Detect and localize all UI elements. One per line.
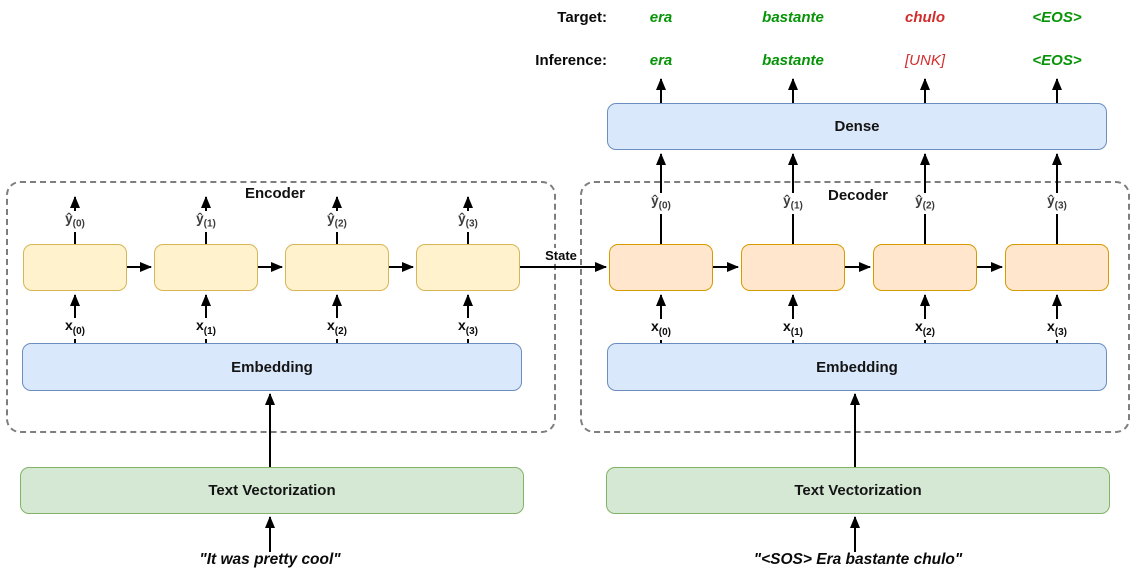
decoder-output-label-0: ŷ(0) [649,193,673,214]
inference-word-0: era [649,52,673,69]
encoder-rnn-cell-1 [154,244,258,291]
decoder-input-label-1: x(1) [780,318,806,340]
encoder-embedding-label: Embedding [231,358,313,376]
inference-row-label: Inference: [535,52,607,69]
target-word-0: era [649,9,673,26]
encoder-input-text: "It was pretty cool" [199,551,341,568]
decoder-vectorization-box: Text Vectorization [606,467,1110,514]
decoder-input-label-0: x(0) [648,318,674,340]
encoder-rnn-cell-3 [416,244,520,291]
encoder-input-label-1: x(1) [193,317,219,339]
dense-layer-label: Dense [834,118,880,135]
dense-layer-box: Dense [607,103,1107,150]
decoder-output-label-2: ŷ(2) [913,193,937,214]
encoder-output-label-3: ŷ(3) [456,211,480,232]
target-word-2: chulo [905,9,945,26]
encoder-embedding-box: Embedding [22,343,522,391]
encoder-input-label-3: x(3) [455,317,481,339]
encoder-output-label-0: ŷ(0) [63,211,87,232]
decoder-title: Decoder [827,187,889,204]
decoder-rnn-cell-3 [1005,244,1109,291]
decoder-output-label-1: ŷ(1) [781,193,805,214]
encoder-title: Encoder [244,185,306,202]
target-row-label: Target: [557,9,607,26]
encoder-input-label-0: x(0) [62,317,88,339]
inference-word-2: [UNK] [904,52,946,69]
encoder-vectorization-box: Text Vectorization [20,467,524,514]
target-word-1: bastante [762,9,824,26]
encoder-rnn-cell-0 [23,244,127,291]
decoder-output-label-3: ŷ(3) [1045,193,1069,214]
encoder-vectorization-label: Text Vectorization [208,482,336,499]
decoder-vectorization-label: Text Vectorization [794,482,922,499]
decoder-rnn-cell-1 [741,244,845,291]
decoder-rnn-cell-2 [873,244,977,291]
encoder-input-label-2: x(2) [324,317,350,339]
target-word-3: <EOS> [1032,9,1082,26]
encoder-rnn-cell-2 [285,244,389,291]
decoder-input-label-3: x(3) [1044,318,1070,340]
decoder-embedding-box: Embedding [607,343,1107,391]
inference-word-1: bastante [762,52,824,69]
inference-word-3: <EOS> [1032,52,1082,69]
encoder-output-label-1: ŷ(1) [194,211,218,232]
decoder-input-text: "<SOS> Era bastante chulo" [753,551,963,568]
encoder-group [6,181,556,433]
decoder-group [580,181,1130,433]
decoder-embedding-label: Embedding [816,358,898,376]
decoder-rnn-cell-0 [609,244,713,291]
state-label: State [543,248,579,263]
decoder-input-label-2: x(2) [912,318,938,340]
encoder-output-label-2: ŷ(2) [325,211,349,232]
